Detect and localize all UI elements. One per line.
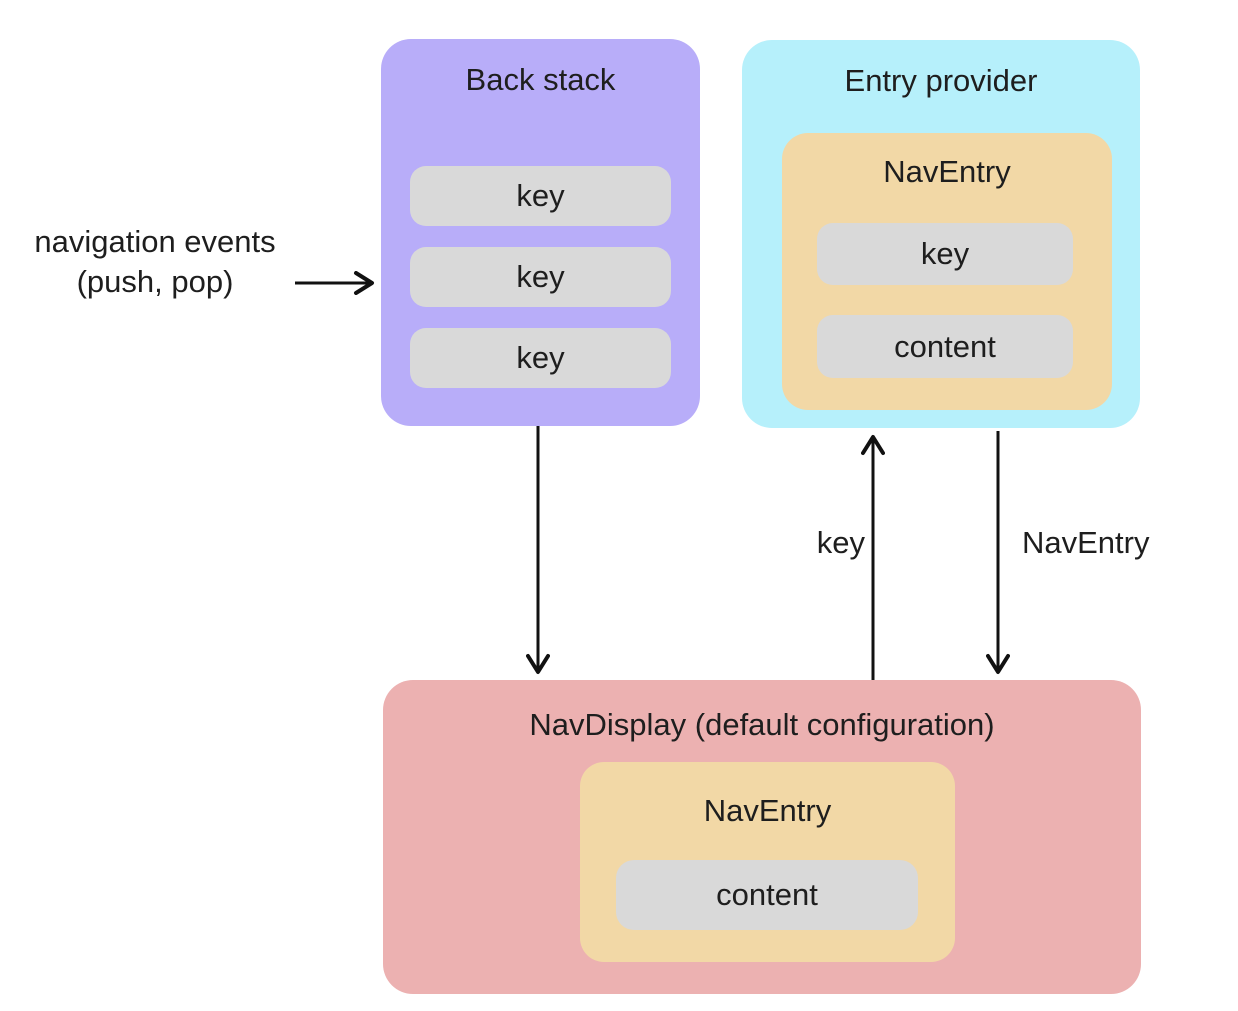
navigation-events-line1: navigation events — [34, 224, 276, 259]
back-stack-key-pill: key — [410, 166, 671, 226]
key-arrow-label: key — [816, 525, 865, 560]
navigation-events-label: navigation events (push, pop) — [5, 222, 305, 302]
entry-provider-box: Entry provider NavEntry key content — [742, 40, 1140, 428]
entry-provider-naventry-title: NavEntry — [883, 154, 1011, 189]
navigation-events-line2: (push, pop) — [76, 264, 234, 299]
entry-provider-key-pill: key — [817, 223, 1073, 285]
entry-provider-title: Entry provider — [844, 63, 1038, 98]
nav-display-naventry-title: NavEntry — [703, 793, 832, 828]
nav-display-content-pill: content — [616, 860, 918, 930]
nav-display-naventry-box: NavEntry content — [580, 762, 955, 962]
back-stack-key-pill: key — [410, 247, 671, 307]
back-stack-key-pill: key — [410, 328, 671, 388]
nav-display-box: NavDisplay (default configuration) NavEn… — [383, 680, 1141, 994]
entry-provider-naventry-box: NavEntry key content — [782, 133, 1112, 410]
back-stack-title: Back stack — [465, 62, 616, 97]
entry-provider-content-pill: content — [817, 315, 1073, 378]
back-stack-box: Back stack key key key — [381, 39, 700, 426]
naventry-arrow-label: NavEntry — [1022, 525, 1150, 560]
nav-display-title: NavDisplay (default configuration) — [529, 707, 995, 742]
